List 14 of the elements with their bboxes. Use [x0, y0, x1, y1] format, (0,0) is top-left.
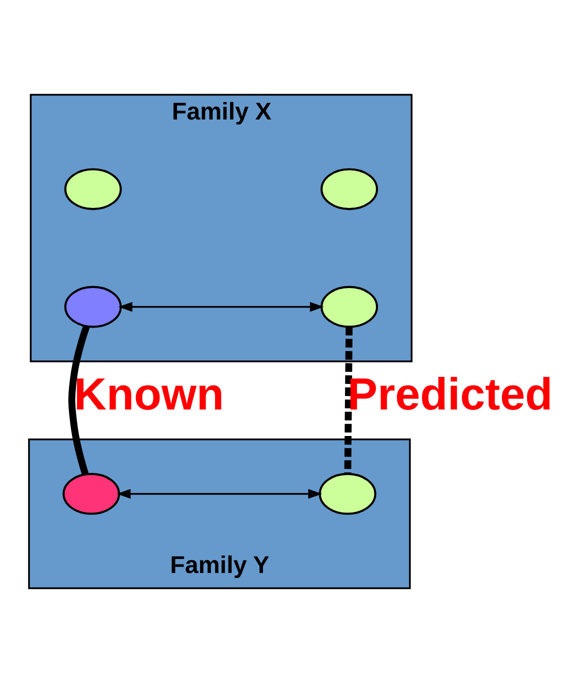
arrow: [118, 302, 324, 312]
node-circle: [318, 472, 376, 514]
node-circle: [320, 168, 378, 210]
edge-label: Predicted: [348, 368, 553, 420]
node-circle: [64, 168, 122, 210]
connector: [68, 324, 90, 475]
node-circle: [320, 285, 378, 328]
cluster: Family Y: [28, 438, 411, 589]
connector: [344, 326, 353, 474]
node-circle: [64, 285, 122, 328]
arrow: [116, 488, 322, 498]
edge-label: Known: [74, 368, 224, 420]
cluster: Family X: [30, 93, 412, 362]
node-circle: [62, 472, 120, 514]
